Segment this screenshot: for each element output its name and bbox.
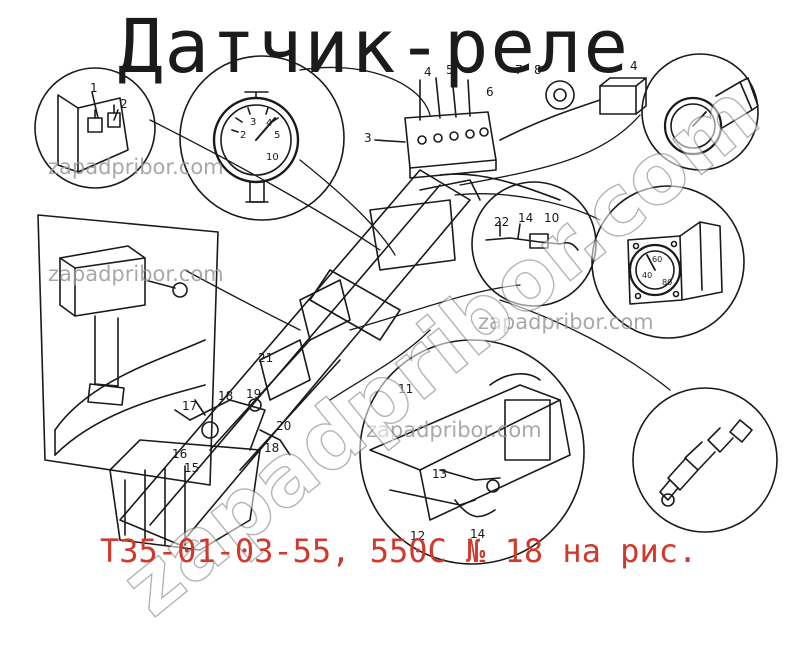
left-inset-relay-on-tank (37, 214, 219, 486)
detail-circle-thermal-sensor (359, 339, 585, 565)
watermark-text: zapadpribor.com (48, 155, 224, 179)
detail-circle-panel-instrument (591, 185, 745, 339)
callout-8: 8 (534, 63, 542, 77)
watermark-text: zapadpribor.com (48, 262, 224, 286)
callout-16: 16 (172, 447, 187, 461)
detail-circle-cartridge-sensor (632, 387, 778, 533)
callout-4: 4 (424, 65, 432, 79)
gauge-b-tick-2: 80 (662, 278, 672, 287)
callout-18: 18 (218, 389, 233, 403)
callout-14b: 14 (470, 527, 485, 541)
relay-terminal-block (374, 75, 497, 179)
callout-12: 12 (410, 529, 425, 543)
callout-18b: 18 (264, 441, 279, 455)
gauge-a-tick-2: 4 (266, 118, 272, 129)
callout-13: 13 (432, 467, 447, 481)
detail-circle-dial-indicator (641, 53, 759, 171)
detail-circle-sensor-leads (471, 181, 597, 307)
callout-11: 11 (398, 382, 413, 396)
watermark-text: zapadpribor.com (478, 310, 654, 334)
technical-drawing: 2 3 4 5 10 40 60 80 1 2 3 4 5 6 7 8 4 22… (34, 53, 778, 565)
main-machine-frame (119, 169, 561, 546)
engine-assembly (109, 398, 291, 551)
callout-labels: 1 2 3 4 5 6 7 8 4 22 14 10 11 13 12 14 2… (90, 59, 638, 543)
callout-14: 14 (518, 211, 533, 225)
callout-20: 20 (276, 419, 291, 433)
callout-15: 15 (184, 461, 199, 475)
watermark-text: zapadpribor.com (366, 418, 542, 442)
callout-5: 5 (446, 63, 454, 77)
callout-7: 7 (515, 63, 523, 77)
gauge-a-tick-4: 10 (266, 152, 279, 163)
gauge-a-tick-1: 3 (250, 117, 256, 128)
detail-circle-pressure-gauge (179, 55, 345, 221)
detail-circle-bracket (34, 67, 156, 189)
top-relay-parts (499, 77, 647, 141)
callout-21: 21 (258, 351, 273, 365)
callout-3: 3 (364, 131, 372, 145)
gauge-scale-a: 2 3 4 5 10 (240, 117, 280, 163)
gauge-a-tick-0: 2 (240, 130, 246, 141)
page-title: Датчик-реле (118, 4, 631, 90)
leader-lines (149, 66, 671, 401)
callout-10: 10 (544, 211, 559, 225)
callout-1: 1 (90, 81, 98, 95)
gauge-scale-b: 40 60 80 (642, 255, 672, 287)
callout-4b: 4 (630, 59, 638, 73)
gauge-b-tick-1: 60 (652, 255, 662, 264)
model-caption: ТЗ5-01-03-55, 550С № 18 на рис. (100, 532, 698, 570)
callout-2: 2 (120, 97, 128, 111)
gauge-a-tick-3: 5 (274, 130, 280, 141)
callout-6: 6 (486, 85, 494, 99)
callout-22: 22 (494, 215, 509, 229)
diagram-canvas: 2 3 4 5 10 40 60 80 1 2 3 4 5 6 7 8 4 22… (34, 4, 778, 635)
callout-17: 17 (182, 399, 197, 413)
gauge-b-tick-0: 40 (642, 271, 652, 280)
callout-19: 19 (246, 387, 261, 401)
